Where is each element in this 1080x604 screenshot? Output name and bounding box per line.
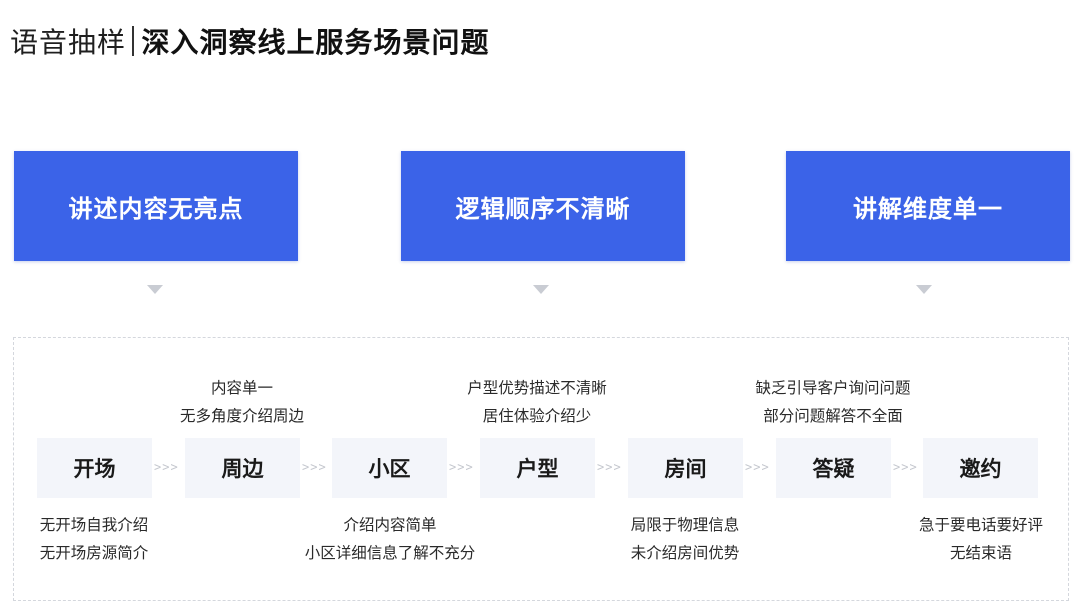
note-line: 无多角度介绍周边 (179, 407, 304, 425)
note-floor-plan: 户型优势描述不清晰 居住体验介绍少 (437, 374, 637, 430)
note-line: 缺乏引导客户询问问题 (755, 379, 911, 397)
note-line: 部分问题解答不全面 (763, 407, 903, 425)
note-line: 无开场自我介绍 (39, 516, 149, 534)
note-line: 内容单一 (210, 379, 273, 397)
note-line: 无结束语 (949, 544, 1012, 562)
stage-opening: 开场 (37, 438, 152, 498)
note-room: 局限于物理信息 未介绍房间优势 (605, 511, 765, 567)
flow-connector-icon: >>> (597, 460, 622, 474)
note-line: 急于要电话要好评 (918, 516, 1043, 534)
flow-connector-icon: >>> (154, 460, 179, 474)
header-prefix: 语音抽样 (10, 26, 127, 59)
page-title: 深入洞察线上服务场景问题 (141, 26, 490, 59)
down-arrow-icon (916, 285, 932, 294)
flow-connector-icon: >>> (302, 460, 327, 474)
note-invitation: 急于要电话要好评 无结束语 (900, 511, 1062, 567)
page-header: 语音抽样 深入洞察线上服务场景问题 (10, 20, 490, 62)
stage-surroundings: 周边 (185, 438, 300, 498)
note-line: 未介绍房间优势 (630, 544, 740, 562)
note-community: 介绍内容简单 小区详细信息了解不充分 (290, 511, 490, 567)
note-line: 局限于物理信息 (630, 516, 740, 534)
stage-community: 小区 (332, 438, 447, 498)
service-flow-container (13, 337, 1069, 601)
note-line: 介绍内容简单 (343, 516, 437, 534)
note-opening: 无开场自我介绍 无开场房源简介 (14, 511, 174, 567)
problem-box-unclear-logic: 逻辑顺序不清晰 (401, 151, 685, 261)
note-line: 小区详细信息了解不充分 (304, 544, 476, 562)
problem-box-single-dimension: 讲解维度单一 (786, 151, 1070, 261)
flow-connector-icon: >>> (449, 460, 474, 474)
down-arrow-icon (533, 285, 549, 294)
note-line: 无开场房源简介 (39, 544, 149, 562)
down-arrow-icon (147, 285, 163, 294)
note-line: 居住体验介绍少 (482, 407, 592, 425)
header-divider (132, 26, 134, 56)
stage-invitation: 邀约 (923, 438, 1038, 498)
stage-qa: 答疑 (776, 438, 891, 498)
flow-connector-icon: >>> (893, 460, 918, 474)
flow-connector-icon: >>> (745, 460, 770, 474)
problem-box-no-highlights: 讲述内容无亮点 (14, 151, 298, 261)
note-surroundings: 内容单一 无多角度介绍周边 (162, 374, 322, 430)
note-qa: 缺乏引导客户询问问题 部分问题解答不全面 (733, 374, 933, 430)
stage-room: 房间 (628, 438, 743, 498)
stage-floor-plan: 户型 (480, 438, 595, 498)
note-line: 户型优势描述不清晰 (467, 379, 607, 397)
